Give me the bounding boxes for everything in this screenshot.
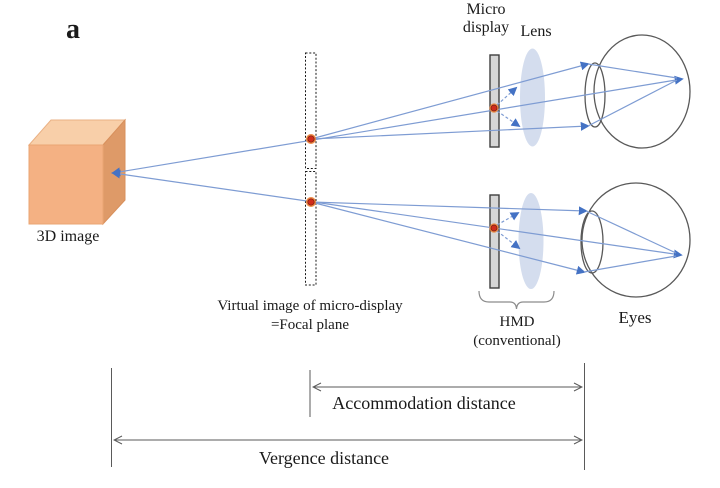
hmd-brace [478,290,555,310]
ray-upper-retina-top [587,63,678,79]
ray-display-to-lens-lower-top [496,212,520,226]
eye-lower [580,182,691,298]
eye-upper [584,34,691,149]
ray-lower-fan-top [310,201,588,216]
cube-front-face [28,144,104,225]
cube-label: 3D image [36,228,100,245]
ray-lower-retina-top [585,210,677,254]
micro-display-bar-upper [489,54,500,148]
lens-label: Lens [520,23,552,40]
image-point-display-lower [489,223,499,233]
vergence-distance-label: Vergence distance [258,448,390,468]
eyes-label: Eyes [618,308,652,327]
image-point-focal-upper [306,134,316,144]
lens-upper [520,48,545,147]
focal-plane-lower-rect [305,171,317,286]
ray-display-to-lens-upper-top [496,86,518,106]
micro-display-bar-lower [489,194,500,289]
focal-plane-upper-rect [305,52,317,169]
cube-3d-image [27,118,127,226]
ray-chief-upper [111,75,684,177]
ray-display-to-lens-lower-bottom [496,230,521,250]
ray-lower-fan-bottom [310,201,586,275]
image-points [306,103,499,233]
ray-upper-retina-bottom [587,79,678,127]
panel-label: a [66,14,80,45]
eye-lower-outline [581,182,691,298]
measurement-lines [111,363,585,470]
accommodation-distance-label: Accommodation distance [332,393,516,413]
image-point-focal-lower [306,197,316,207]
hmd-label: HMD(conventional) [473,314,561,349]
ray-upper-fan-top [310,61,590,140]
ray-chief-lower [111,169,683,259]
ray-lower-retina-bottom [583,255,677,273]
ray-display-to-lens-upper-bottom [496,110,521,128]
focal-plane-label: Virtual image of micro-display=Focal pla… [217,298,403,333]
ray-upper-fan-bottom [310,121,590,140]
lens-lower [518,193,544,289]
light-rays [111,61,684,275]
image-point-display-upper [489,103,499,113]
